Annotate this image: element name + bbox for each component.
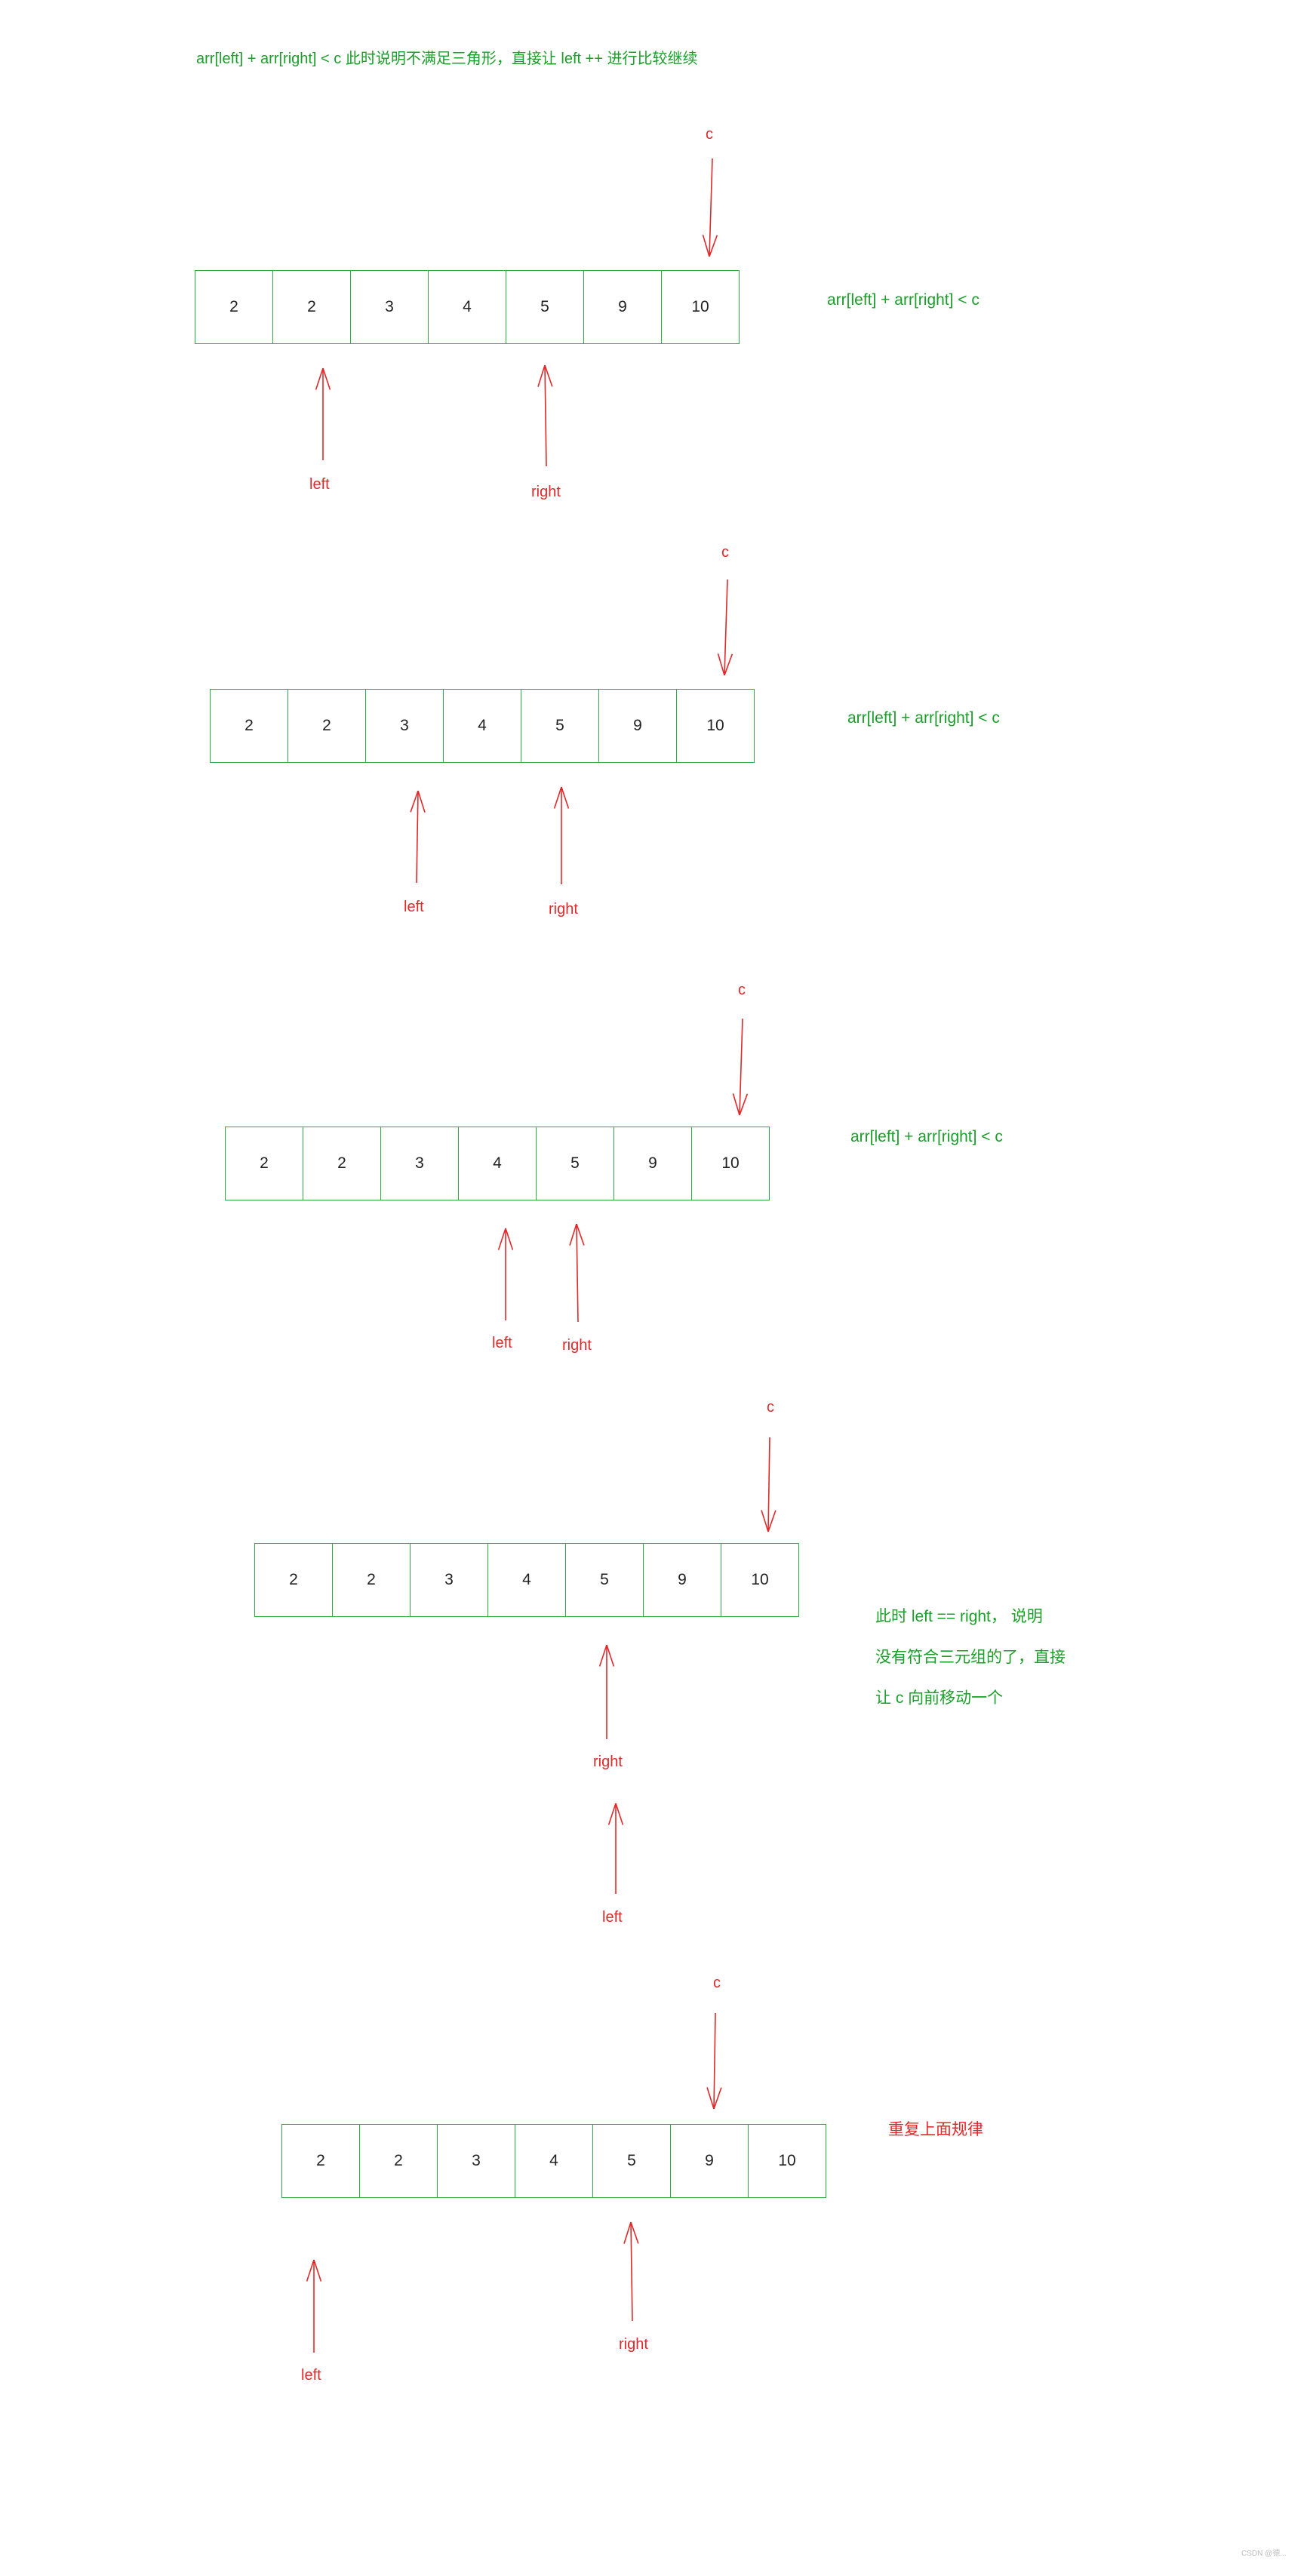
step-note: 重复上面规律 bbox=[888, 2117, 983, 2158]
array-cell: 5 bbox=[506, 270, 584, 344]
step-note: arr[left] + arr[right] < c bbox=[847, 709, 1000, 745]
note-line: 重复上面规律 bbox=[888, 2121, 983, 2138]
right-pointer-arrow bbox=[553, 786, 570, 884]
array-cell: 2 bbox=[281, 2124, 360, 2198]
array-cell: 2 bbox=[359, 2124, 438, 2198]
left-pointer-arrow bbox=[306, 2259, 322, 2353]
right-pointer-arrow bbox=[569, 1223, 585, 1323]
array-cell: 2 bbox=[303, 1127, 381, 1200]
watermark: CSDN @德... bbox=[1241, 2550, 1287, 2558]
right-label: right bbox=[549, 901, 578, 918]
right-pointer-arrow bbox=[623, 2221, 639, 2322]
c-label: c bbox=[738, 982, 746, 998]
array-cell: 2 bbox=[225, 1127, 303, 1200]
array-cell: 4 bbox=[515, 2124, 593, 2198]
left-label: left bbox=[404, 899, 424, 915]
c-pointer-arrow bbox=[717, 579, 733, 676]
note-line: 此时 left == right， 说明 bbox=[875, 1608, 1043, 1625]
array-cell: 2 bbox=[195, 270, 273, 344]
left-pointer-arrow bbox=[315, 367, 331, 460]
right-pointer-arrow bbox=[598, 1644, 615, 1739]
right-label: right bbox=[593, 1754, 623, 1770]
note-line: arr[left] + arr[right] < c bbox=[850, 1128, 1003, 1145]
array-cell: 3 bbox=[380, 1127, 459, 1200]
c-label: c bbox=[706, 126, 713, 143]
c-pointer-arrow bbox=[761, 1437, 777, 1532]
array-cell: 5 bbox=[521, 689, 599, 763]
array-cell: 2 bbox=[332, 1543, 411, 1617]
array-cell: 9 bbox=[670, 2124, 749, 2198]
right-pointer-arrow bbox=[537, 364, 553, 467]
array-cell: 2 bbox=[210, 689, 288, 763]
step-note: 此时 left == right， 说明 没有符合三元组的了，直接 让 c 向前… bbox=[875, 1604, 1066, 1726]
note-line: 没有符合三元组的了，直接 bbox=[875, 1649, 1066, 1666]
c-pointer-arrow bbox=[732, 1018, 749, 1116]
array-cell: 4 bbox=[443, 689, 521, 763]
array-cell: 2 bbox=[288, 689, 366, 763]
note-line: arr[left] + arr[right] < c bbox=[827, 291, 979, 309]
array-cell: 10 bbox=[748, 2124, 826, 2198]
note-line: 让 c 向前移动一个 bbox=[875, 1689, 1004, 1707]
array-cell: 10 bbox=[676, 689, 755, 763]
right-label: right bbox=[562, 1337, 592, 1354]
right-label: right bbox=[619, 2336, 648, 2353]
array-cell: 10 bbox=[661, 270, 740, 344]
left-label: left bbox=[309, 476, 330, 493]
array-cell: 9 bbox=[583, 270, 662, 344]
left-pointer-arrow bbox=[497, 1228, 514, 1320]
array-cell: 3 bbox=[437, 2124, 515, 2198]
step-note: arr[left] + arr[right] < c bbox=[850, 1128, 1003, 1164]
array-cell: 5 bbox=[536, 1127, 614, 1200]
left-label: left bbox=[602, 1909, 623, 1926]
right-label: right bbox=[531, 484, 561, 500]
c-label: c bbox=[767, 1399, 774, 1416]
array-cell: 4 bbox=[487, 1543, 566, 1617]
step-note: arr[left] + arr[right] < c bbox=[827, 291, 979, 327]
array-cell: 2 bbox=[254, 1543, 333, 1617]
c-label: c bbox=[713, 1975, 721, 1991]
array-cell: 3 bbox=[410, 1543, 488, 1617]
c-pointer-arrow bbox=[702, 158, 718, 257]
array-cell: 4 bbox=[428, 270, 506, 344]
header-text: arr[left] + arr[right] < c 此时说明不满足三角形，直接… bbox=[196, 51, 698, 67]
array-cell: 9 bbox=[643, 1543, 721, 1617]
array-cell: 2 bbox=[272, 270, 351, 344]
c-label: c bbox=[721, 544, 729, 561]
array-cell: 3 bbox=[365, 689, 444, 763]
array-cell: 9 bbox=[598, 689, 677, 763]
array-cell: 9 bbox=[614, 1127, 692, 1200]
array-cell: 10 bbox=[691, 1127, 770, 1200]
array-cell: 5 bbox=[592, 2124, 671, 2198]
left-label: left bbox=[301, 2367, 321, 2384]
array-cell: 4 bbox=[458, 1127, 537, 1200]
array-cell: 5 bbox=[565, 1543, 644, 1617]
c-pointer-arrow bbox=[706, 2012, 722, 2110]
array-cell: 10 bbox=[721, 1543, 799, 1617]
left-pointer-arrow bbox=[607, 1803, 624, 1894]
left-label: left bbox=[492, 1335, 512, 1351]
note-line: arr[left] + arr[right] < c bbox=[847, 709, 1000, 727]
array-cell: 3 bbox=[350, 270, 429, 344]
left-pointer-arrow bbox=[410, 790, 426, 884]
